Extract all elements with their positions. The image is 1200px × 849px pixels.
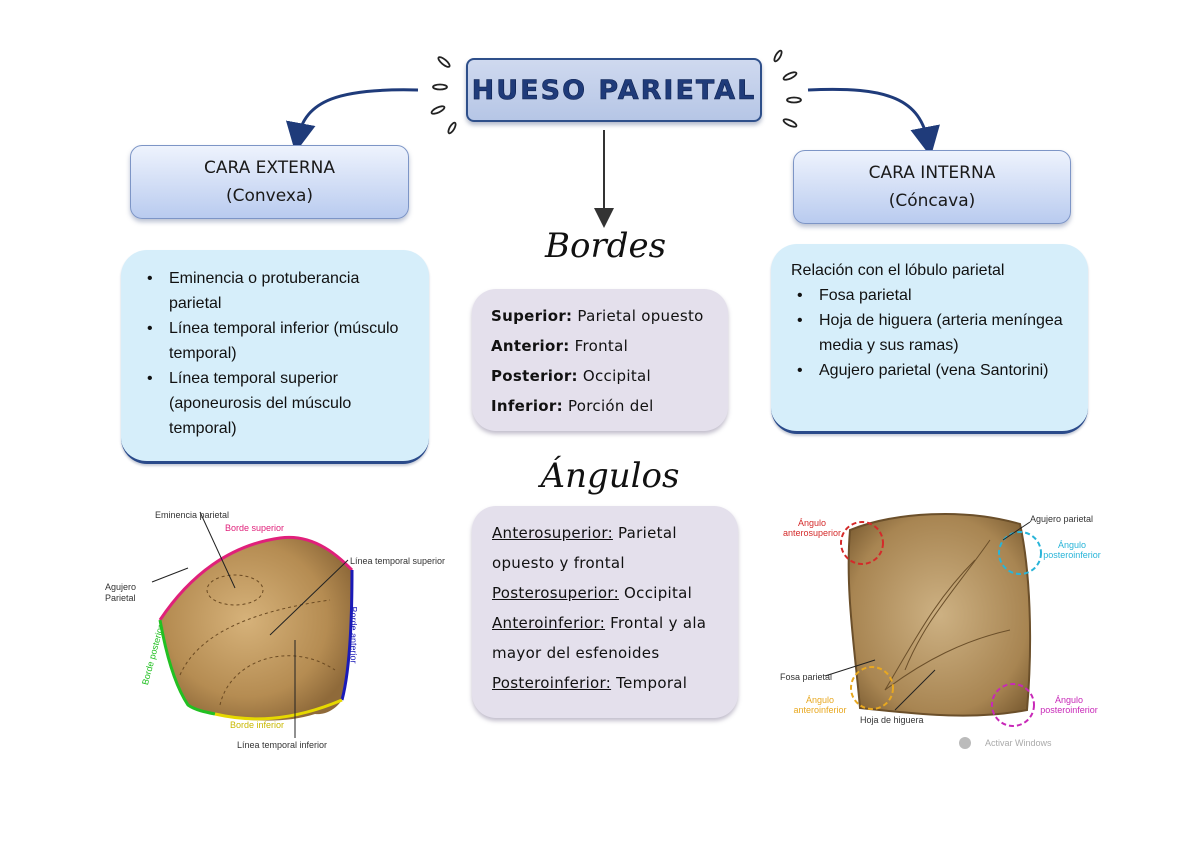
internal-bone-illustration (824, 512, 1042, 749)
external-list: Eminencia o protuberancia parietal Línea… (141, 266, 415, 441)
angle-row-posterosuperior: Posterosuperior: Occipital (492, 578, 724, 608)
internal-heading: CARA INTERNA (868, 163, 996, 183)
external-subheading: (Convexa) (225, 186, 313, 206)
label-angulo-anterosuperior: Ángulo anterosuperior (782, 518, 842, 538)
list-item: Fosa parietal (791, 283, 1074, 308)
external-face-box: CARA EXTERNA (Convexa) (130, 145, 409, 219)
border-row-anterior: Anterior: Frontal (491, 331, 728, 361)
angle-value: Temporal (616, 674, 688, 692)
external-bone-illustration (151, 511, 354, 738)
external-info-box: Eminencia o protuberancia parietal Línea… (121, 250, 429, 464)
border-row-posterior: Posterior: Occipital (491, 361, 728, 391)
angle-label: Anterosuperior: (492, 524, 613, 542)
internal-face-figure: Ángulo anterosuperior Agujero parietal Á… (775, 500, 1105, 750)
border-value: Occipital (582, 367, 651, 385)
border-superior-line (158, 535, 354, 621)
label-eminencia: Eminencia parietal (155, 510, 230, 520)
bordes-box: Superior: Parietal opuesto Anterior: Fro… (472, 289, 728, 431)
label-hoja-de-higuera: Hoja de higuera (860, 715, 924, 725)
list-item: Eminencia o protuberancia parietal (141, 266, 415, 316)
internal-intro: Relación con el lóbulo parietal (791, 262, 1005, 279)
border-label: Anterior: (491, 337, 570, 355)
border-label: Posterior: (491, 367, 578, 385)
external-heading: CARA EXTERNA (203, 158, 336, 178)
angulos-box: Anterosuperior: Parietal opuesto y front… (472, 506, 738, 718)
list-item: Hoja de higuera (arteria meníngea media … (791, 308, 1074, 358)
label-linea-temporal-superior: Línea temporal superior (350, 556, 446, 566)
border-anterior-line (340, 569, 354, 701)
list-item: Línea temporal superior (aponeurosis del… (141, 366, 415, 441)
angle-label: Posterosuperior: (492, 584, 619, 602)
arrow-to-internal (807, 87, 940, 157)
page-title: HUESO PARIETAL (471, 74, 757, 106)
internal-list: Fosa parietal Hoja de higuera (arteria m… (791, 283, 1074, 383)
angle-label: Anteroinferior: (492, 614, 606, 632)
label-borde-inferior: Borde inferior (230, 720, 285, 730)
label-agujero-parietal: Agujero parietal (1030, 514, 1094, 524)
border-value: Porción del (567, 397, 654, 415)
label-borde-anterior: Borde anterior (348, 606, 359, 664)
internal-face-box: CARA INTERNA (Cóncava) (793, 150, 1071, 224)
border-label: Superior: (491, 307, 573, 325)
label-angulo-anteroinferior: Ángulo anteroinferior (793, 695, 847, 715)
border-row-superior: Superior: Parietal opuesto (491, 301, 728, 331)
border-value: Frontal (574, 337, 629, 355)
sparkle-left (430, 56, 457, 135)
title-box: HUESO PARIETAL (466, 58, 762, 122)
angle-row-posteroinferior: Posteroinferior: Temporal (492, 668, 724, 698)
label-fosa-parietal: Fosa parietal (780, 672, 833, 682)
list-item: Línea temporal inferior (músculo tempora… (141, 316, 415, 366)
external-face-figure: Eminencia parietal Borde superior Línea … (100, 500, 460, 755)
border-inferior-line (214, 698, 343, 721)
bordes-heading: Bordes (545, 226, 667, 266)
border-label: Inferior: (491, 397, 563, 415)
angle-label: Posteroinferior: (492, 674, 612, 692)
angle-value: Frontal y ala mayor del esfenoides (492, 614, 707, 662)
angle-row-anterosuperior: Anterosuperior: Parietal opuesto y front… (492, 518, 724, 578)
sparkle-right (773, 49, 802, 128)
label-linea-temporal-inferior: Línea temporal inferior (237, 740, 328, 750)
border-posterior-line (158, 619, 216, 716)
internal-info-box: Relación con el lóbulo parietal Fosa par… (771, 244, 1088, 434)
list-item: Agujero parietal (vena Santorini) (791, 358, 1074, 383)
angle-value: Occipital (624, 584, 693, 602)
activar-windows-watermark: Activar Windows (985, 738, 1052, 748)
label-borde-superior: Borde superior (225, 523, 285, 533)
label-angulo-posteroinferior-bottom: Ángulo posteroinferior (1040, 695, 1098, 715)
label-angulo-posteroinferior-top: Ángulo posteroinferior (1043, 540, 1101, 560)
border-value: Parietal opuesto (577, 307, 704, 325)
border-row-inferior: Inferior: Porción del (491, 391, 728, 421)
internal-subheading: (Cóncava) (888, 191, 976, 211)
angulos-heading: Ángulos (540, 456, 680, 496)
arrow-to-external (285, 88, 419, 153)
angle-value: Parietal opuesto y frontal (492, 524, 677, 572)
label-agujero-parietal: Agujero Parietal (105, 582, 137, 603)
angle-row-anteroinferior: Anteroinferior: Frontal y ala mayor del … (492, 608, 724, 668)
